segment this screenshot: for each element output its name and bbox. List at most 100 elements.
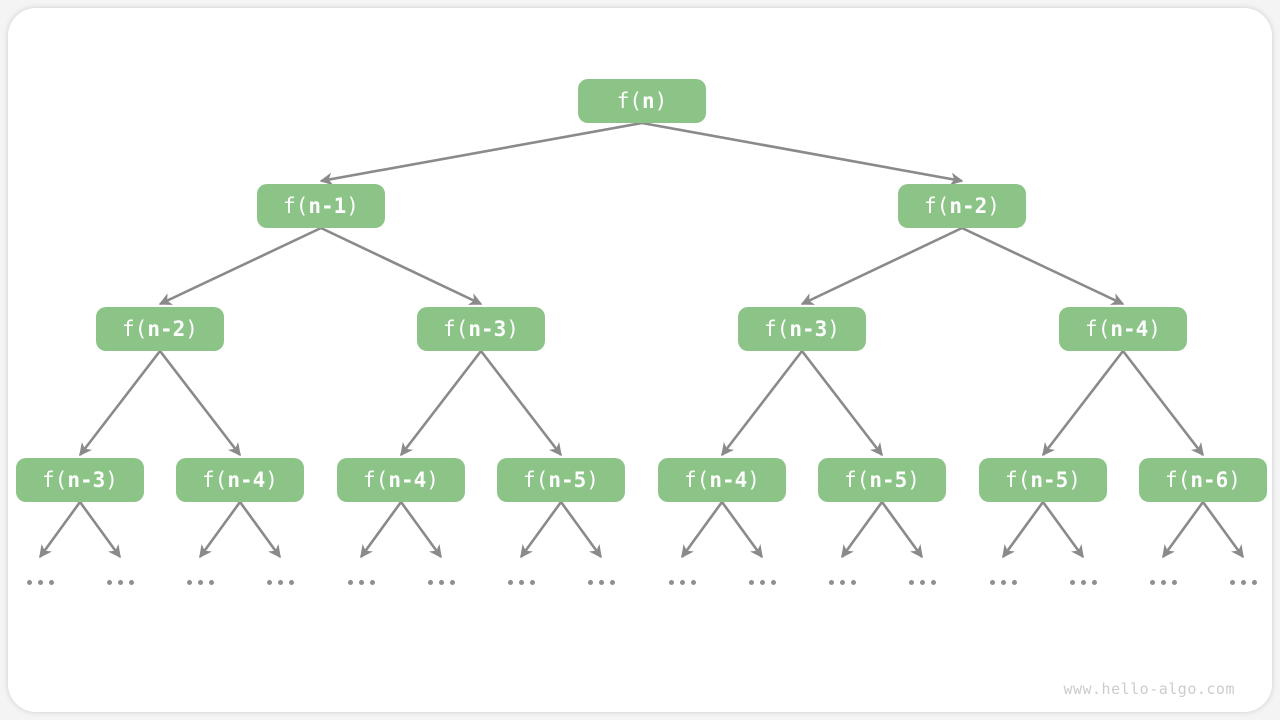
node-label-argument: n-4 [709, 467, 748, 492]
edge-arrow [158, 350, 242, 457]
node-label-argument: n-1 [308, 193, 347, 218]
edge-arrow [38, 501, 82, 559]
dot-icon [1011, 580, 1017, 585]
node-label-suffix: ) [105, 467, 118, 492]
dot-icon [208, 580, 214, 585]
edge-arrow [1041, 350, 1125, 457]
tree-node: f(n-2) [96, 307, 224, 351]
ellipsis [986, 580, 1020, 585]
node-label-suffix: ) [1148, 316, 1161, 341]
dot-icon [347, 580, 353, 585]
edge-arrow [800, 350, 884, 457]
node-label-suffix: ) [654, 88, 668, 113]
dot-icon [1149, 580, 1155, 585]
node-label-suffix: ) [907, 467, 920, 492]
node-label-suffix: ) [346, 193, 359, 218]
dot-icon [438, 580, 444, 585]
ellipsis [905, 580, 939, 585]
edge-arrow [880, 501, 924, 559]
dot-icon [828, 580, 834, 585]
ellipsis [344, 580, 378, 585]
edge-arrow [519, 501, 563, 559]
edge-arrow [399, 501, 443, 559]
node-label-suffix: ) [265, 467, 278, 492]
ellipsis [183, 580, 217, 585]
node-label-argument: n-4 [388, 467, 427, 492]
dot-icon [197, 580, 203, 585]
node-label-prefix: f( [924, 193, 950, 218]
node-label-argument: n-5 [1030, 467, 1069, 492]
dot-icon [1171, 580, 1177, 585]
dot-icon [1069, 580, 1075, 585]
node-label-prefix: f( [844, 467, 870, 492]
dot-icon [26, 580, 32, 585]
node-label-prefix: f( [523, 467, 549, 492]
node-label-prefix: f( [443, 316, 469, 341]
node-label-suffix: ) [1228, 467, 1241, 492]
dot-icon [529, 580, 535, 585]
node-label-argument: n [641, 88, 655, 113]
ellipsis [745, 580, 779, 585]
node-label-prefix: f( [1085, 316, 1111, 341]
node-label-suffix: ) [747, 467, 760, 492]
dot-icon [128, 580, 134, 585]
dot-icon [427, 580, 433, 585]
ellipsis [825, 580, 859, 585]
node-label-argument: n-2 [949, 193, 988, 218]
dot-icon [37, 580, 43, 585]
tree-node: f(n) [578, 79, 706, 123]
dot-icon [919, 580, 925, 585]
dot-icon [1240, 580, 1246, 585]
tree-node: f(n-5) [818, 458, 946, 502]
dot-icon [1091, 580, 1097, 585]
edge-arrow [800, 226, 963, 306]
edge-arrow [1161, 501, 1205, 559]
edge-arrow [1001, 501, 1045, 559]
edge-arrow [359, 501, 403, 559]
tree-node: f(n-1) [257, 184, 385, 228]
node-label-prefix: f( [684, 467, 710, 492]
tree-node: f(n-4) [1059, 307, 1187, 351]
dot-icon [277, 580, 283, 585]
edge-arrow [961, 226, 1125, 306]
dot-icon [1000, 580, 1006, 585]
edge-arrow [840, 501, 884, 559]
tree-node: f(n-4) [658, 458, 786, 502]
tree-node: f(n-2) [898, 184, 1026, 228]
dot-icon [770, 580, 776, 585]
ellipsis [1226, 580, 1260, 585]
node-label-suffix: ) [506, 316, 519, 341]
ellipsis [584, 580, 618, 585]
edge-arrow [158, 226, 322, 306]
dot-icon [690, 580, 696, 585]
node-label-prefix: f( [363, 467, 389, 492]
dot-icon [587, 580, 593, 585]
dot-icon [930, 580, 936, 585]
dot-icon [1080, 580, 1086, 585]
dot-icon [908, 580, 914, 585]
dot-icon [449, 580, 455, 585]
edge-arrow [479, 350, 563, 457]
dot-icon [288, 580, 294, 585]
node-label-argument: n-4 [227, 467, 266, 492]
dot-icon [117, 580, 123, 585]
dot-icon [186, 580, 192, 585]
tree-node: f(n-3) [417, 307, 545, 351]
node-label-prefix: f( [202, 467, 228, 492]
node-label-suffix: ) [987, 193, 1000, 218]
dot-icon [1229, 580, 1235, 585]
dot-icon [839, 580, 845, 585]
dot-icon [989, 580, 995, 585]
tree-node: f(n-5) [979, 458, 1107, 502]
edge-arrow [78, 350, 162, 457]
dot-icon [679, 580, 685, 585]
edge-arrow [720, 350, 804, 457]
tree-node: f(n-3) [738, 307, 866, 351]
edge-arrow [680, 501, 724, 559]
ellipsis [1066, 580, 1100, 585]
node-label-argument: n-3 [67, 467, 106, 492]
node-label-prefix: f( [42, 467, 68, 492]
edge-arrow [1201, 501, 1245, 559]
dot-icon [1160, 580, 1166, 585]
node-label-argument: n-4 [1110, 316, 1149, 341]
